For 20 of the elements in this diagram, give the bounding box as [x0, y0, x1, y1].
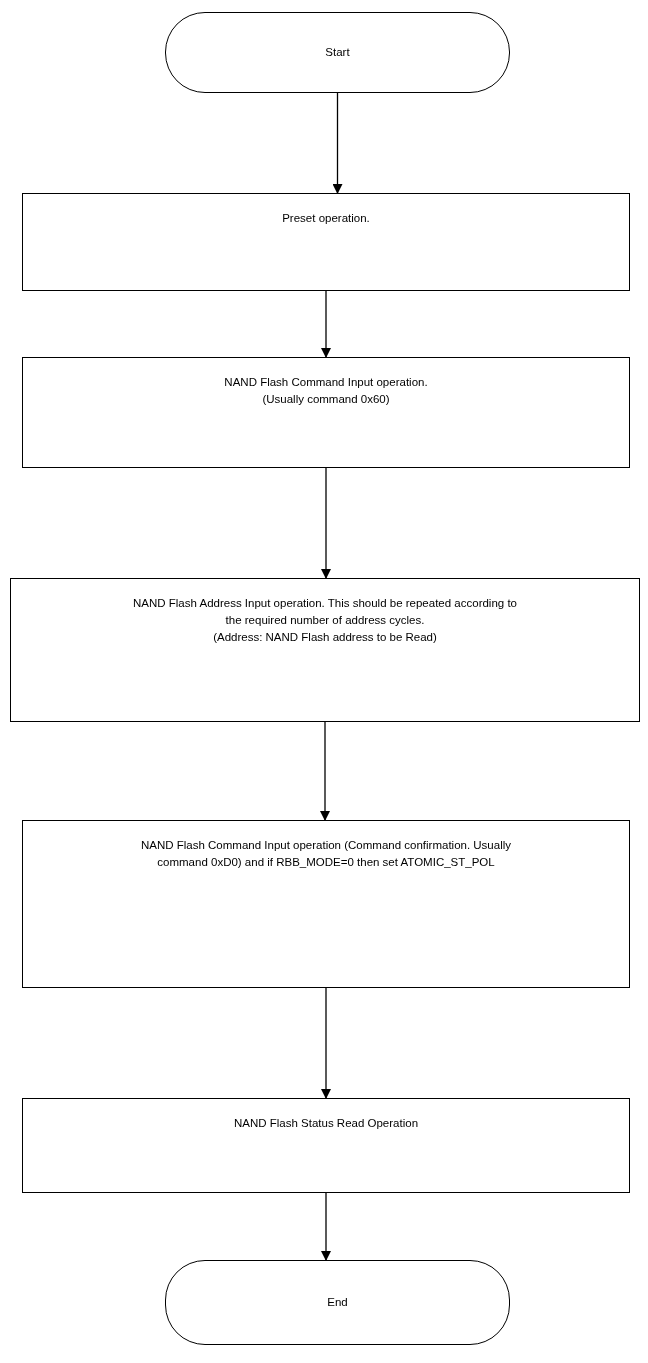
process-box [22, 357, 630, 468]
process-box [22, 193, 630, 291]
node-text: (Usually command 0x60) [262, 392, 390, 407]
node-text: NAND Flash Command Input operation. [224, 375, 428, 390]
arrow [321, 290, 331, 358]
process-box [10, 578, 640, 722]
process-box [22, 1098, 630, 1193]
node-text: End [327, 1295, 348, 1310]
arrow [321, 1192, 331, 1261]
node-text: Start [325, 45, 350, 60]
arrow [321, 987, 331, 1099]
node-text: NAND Flash Status Read Operation [233, 1116, 419, 1131]
node-text: NAND Flash Command Input operation (Command confirmation. Usually command 0xD0) and if RBB_MODE=0 then set ATOMIC_ST_POL [139, 838, 513, 870]
node-text: NAND Flash Address Input operation. This should be repeated according to the required number of address cycles. [132, 596, 518, 628]
arrow [320, 721, 330, 821]
arrow [332, 92, 343, 194]
node-text: Preset operation. [282, 211, 370, 226]
process-box [22, 820, 630, 988]
node-text: (Address: NAND Flash address to be Read) [213, 630, 437, 645]
arrow [321, 467, 331, 579]
